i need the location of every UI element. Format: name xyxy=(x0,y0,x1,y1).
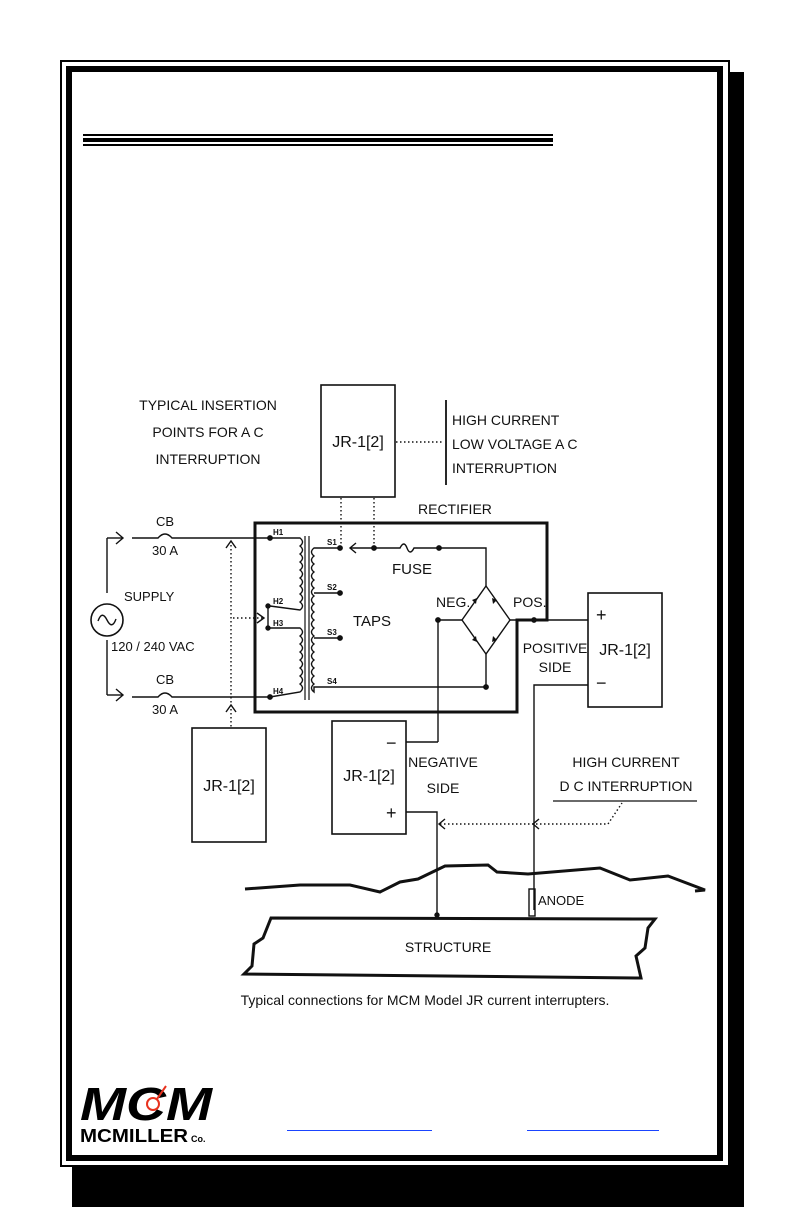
taps-label: TAPS xyxy=(353,613,391,630)
anode xyxy=(528,888,536,917)
header-rule-1 xyxy=(83,134,553,136)
jr-top-label: JR-1[2] xyxy=(332,434,384,451)
mcmiller-logo: MCM MCMILLER Co. xyxy=(78,1082,218,1144)
jr-neg-label: JR-1[2] xyxy=(343,768,395,785)
insertion-label-2: POINTS FOR A C xyxy=(152,424,263,440)
footer-link-2[interactable] xyxy=(527,1130,659,1131)
jr-neg-minus: − xyxy=(386,733,397,753)
jr-pos-plus: + xyxy=(596,605,607,625)
secondary-winding xyxy=(310,547,486,694)
jr-box-top xyxy=(320,384,396,498)
logo-co: Co. xyxy=(191,1134,206,1144)
logo-mcmiller: MCMILLER xyxy=(80,1126,188,1144)
hc-ac-label-1: HIGH CURRENT xyxy=(452,412,560,428)
header-rule-2 xyxy=(83,138,553,142)
hc-ac-label-2: LOW VOLTAGE A C xyxy=(452,436,578,452)
pos-label: POS. xyxy=(513,594,546,610)
fuse-line xyxy=(350,543,487,586)
jr-box-positive xyxy=(587,592,663,708)
ground-line xyxy=(244,863,706,894)
hc-ac-label-3: INTERRUPTION xyxy=(452,460,557,476)
supply-voltage: 120 / 240 VAC xyxy=(111,639,195,654)
tap-s1: S1 xyxy=(327,538,337,547)
anode-label: ANODE xyxy=(538,893,585,908)
neg-label: NEG. xyxy=(436,594,470,610)
tap-h3: H3 xyxy=(273,619,284,628)
jr-box-negative xyxy=(331,720,407,835)
jr-box-ac xyxy=(191,727,267,843)
cb-top-label: CB xyxy=(156,514,174,529)
negative-side-1: NEGATIVE xyxy=(408,754,478,770)
tap-s3: S3 xyxy=(327,628,337,637)
rectifier-label: RECTIFIER xyxy=(418,501,492,517)
negative-side-2: SIDE xyxy=(427,780,460,796)
supply-label: SUPPLY xyxy=(124,589,175,604)
header-rule-3 xyxy=(83,144,553,146)
logo-accent-ring xyxy=(146,1097,160,1111)
tap-h1: H1 xyxy=(273,528,284,537)
jr-pos-minus: − xyxy=(596,673,607,693)
structure-label: STRUCTURE xyxy=(405,939,491,955)
frame-shadow-right xyxy=(730,72,744,1207)
ac-source-icon xyxy=(90,603,124,637)
figure-caption: Typical connections for MCM Model JR cur… xyxy=(241,992,610,1008)
positive-side-2: SIDE xyxy=(539,659,572,675)
cb-bottom-rating: 30 A xyxy=(152,702,178,717)
structure-pipe xyxy=(240,916,659,980)
primary-winding xyxy=(269,537,304,611)
line-bottom xyxy=(132,692,270,698)
jr-ac-label: JR-1[2] xyxy=(203,778,255,795)
fuse-label: FUSE xyxy=(392,561,432,578)
cb-top-rating: 30 A xyxy=(152,543,178,558)
positive-side-1: POSITIVE xyxy=(523,640,588,656)
hc-dc-label-2: D C INTERRUPTION xyxy=(560,778,693,794)
insertion-label-3: INTERRUPTION xyxy=(156,451,261,467)
footer-link-1[interactable] xyxy=(287,1130,432,1131)
cb-bottom-label: CB xyxy=(156,672,174,687)
tap-s2: S2 xyxy=(327,583,337,592)
line-top xyxy=(132,533,270,539)
hc-dc-label-1: HIGH CURRENT xyxy=(572,754,680,770)
tap-h2: H2 xyxy=(273,597,284,606)
insertion-label-1: TYPICAL INSERTION xyxy=(139,397,277,413)
tap-s4: S4 xyxy=(327,677,337,686)
jr-pos-label: JR-1[2] xyxy=(599,642,651,659)
frame-shadow-bottom xyxy=(72,1167,744,1207)
tap-h4: H4 xyxy=(273,687,284,696)
jr-neg-plus: + xyxy=(386,803,397,823)
rectifier-enclosure xyxy=(253,521,549,714)
